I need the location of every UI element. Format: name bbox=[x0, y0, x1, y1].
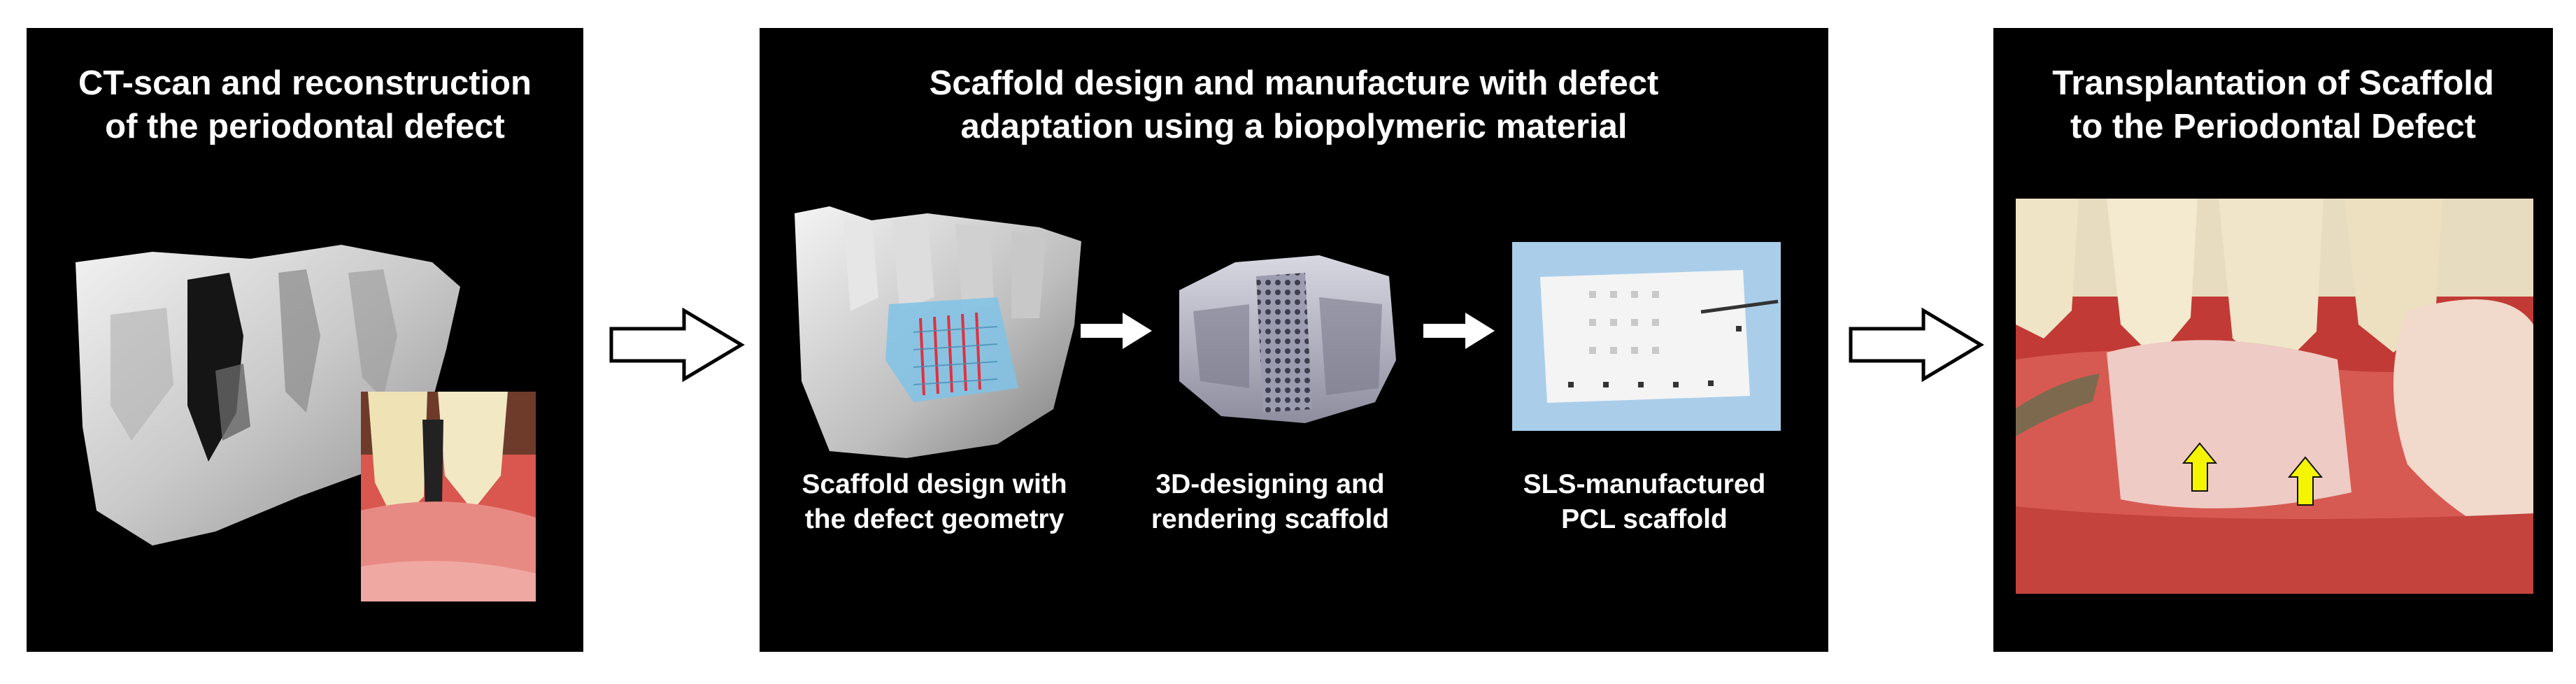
panel-ct-scan: CT-scan and reconstruction of the period… bbox=[27, 28, 583, 652]
panel-transplantation: Transplantation of Scaffold to the Perio… bbox=[1993, 28, 2553, 652]
panel-ct-scan-title: CT-scan and reconstruction of the period… bbox=[78, 64, 532, 145]
white-arrow-1 bbox=[1078, 311, 1155, 350]
panel-scaffold-design: Scaffold design and manufacture with def… bbox=[760, 28, 1828, 652]
white-arrow-2 bbox=[1421, 311, 1497, 350]
jaw-scaffold-design-image bbox=[788, 199, 1095, 465]
flow-arrow-2 bbox=[1846, 306, 1986, 383]
yellow-arrow-1 bbox=[2182, 442, 2218, 492]
caption-scaffold-design: Scaffold design with the defect geometry bbox=[802, 469, 1067, 534]
sls-scaffold-photo bbox=[1512, 242, 1781, 431]
caption-3d-designing: 3D-designing and rendering scaffold bbox=[1151, 469, 1390, 534]
panel-scaffold-design-title: Scaffold design and manufacture with def… bbox=[929, 64, 1659, 145]
flow-arrow-1 bbox=[607, 306, 747, 383]
rendered-scaffold-image bbox=[1165, 248, 1403, 430]
surgical-photo bbox=[2016, 199, 2533, 594]
caption-sls-manufactured: SLS-manufactured PCL scaffold bbox=[1523, 469, 1766, 534]
panel-transplantation-title: Transplantation of Scaffold to the Perio… bbox=[2052, 64, 2494, 145]
clinical-photo-inset bbox=[361, 392, 536, 601]
yellow-arrow-2 bbox=[2287, 456, 2324, 506]
